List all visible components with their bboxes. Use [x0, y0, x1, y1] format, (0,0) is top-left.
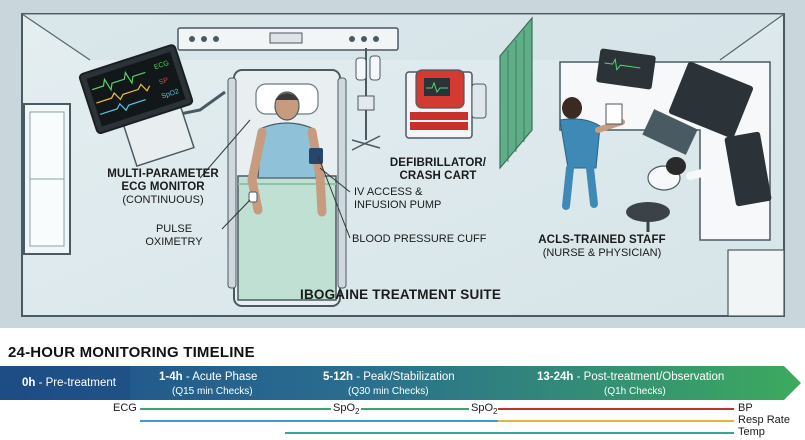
phase-1-time: 1-4h	[159, 371, 183, 383]
track-resp-rate	[498, 420, 734, 422]
bp-cuff	[309, 148, 323, 164]
label-acls-staff-sub: (NURSE & PHYSICIAN)	[542, 247, 662, 259]
suite-title: IBOGAINE TREATMENT SUITE	[300, 287, 502, 302]
phase-0-time: 0h	[22, 377, 36, 389]
phase-2-time: 5-12h	[323, 371, 354, 383]
pulse-oximeter-clip	[248, 191, 258, 203]
label-defibrillator-line2: CRASH CART	[399, 170, 477, 182]
phase-1-name: - Acute Phase	[182, 371, 258, 383]
track-label-bp: BP	[738, 402, 753, 414]
label-pulse-oximetry: PULSE OXIMETRY	[145, 223, 203, 248]
physician	[626, 157, 718, 232]
window	[23, 103, 71, 255]
label-bp-cuff: BLOOD PRESSURE CUFF	[352, 233, 487, 245]
monitor-sp-readout: SP	[158, 77, 169, 87]
phase-2-name: - Peak/Stabilization	[353, 371, 455, 383]
leader-lines	[199, 119, 351, 239]
track-label-ecg: ECG	[113, 402, 137, 414]
phase-peak: 5-12h - Peak/Stabilization	[323, 371, 455, 383]
phase-post-treatment: 13-24h - Post-treatment/Observation	[537, 371, 724, 383]
track-label-spo2-a: SpO2	[331, 402, 362, 417]
privacy-curtain	[499, 16, 533, 170]
keyboard	[642, 109, 698, 155]
label-ecg-monitor-sub: (CONTINUOUS)	[122, 194, 204, 206]
track-spo2	[140, 420, 734, 422]
label-iv-line2: INFUSION PUMP	[354, 199, 442, 211]
nurse	[559, 97, 625, 210]
label-acls-staff-title: ACLS-TRAINED STAFF	[538, 234, 666, 246]
treatment-suite-illustration: ECG SP SpO2	[0, 0, 805, 328]
label-defibrillator-line1: DEFIBRILLATOR/	[389, 157, 487, 169]
floor-perspective-shade	[22, 14, 784, 60]
label-iv-access: IV ACCESS & INFUSION PUMP	[354, 186, 454, 212]
side-cabinet	[727, 249, 785, 317]
headwall-panel	[177, 27, 399, 51]
monitor-ecg-readout: ECG	[153, 60, 170, 71]
label-iv-line1: IV ACCESS &	[354, 186, 423, 198]
track-label-spo2-b: SpO2	[469, 402, 500, 417]
phase-pre-treatment: 0h - Pre-treatment	[22, 377, 116, 389]
phase-peak-checks: (Q30 min Checks)	[348, 386, 429, 397]
phase-3-time: 13-24h	[537, 371, 574, 383]
patient	[247, 91, 327, 217]
track-bp	[498, 408, 734, 410]
track-label-resp-rate: Resp Rate	[738, 414, 790, 426]
phase-post-checks: (Q1h Checks)	[604, 386, 666, 397]
label-defibrillator: DEFIBRILLATOR/ CRASH CART	[382, 157, 494, 183]
phase-3-name: - Post-treatment/Observation	[573, 371, 725, 383]
label-ecg-monitor-line1: MULTI-PARAMETER	[107, 168, 219, 180]
label-ecg-monitor-line2: ECG MONITOR	[121, 181, 205, 193]
ecg-monitor: ECG SP SpO2	[78, 44, 226, 168]
phase-acute: 1-4h - Acute Phase	[159, 371, 257, 383]
iv-pole	[351, 48, 381, 151]
track-ecg	[140, 408, 734, 410]
timeline-arrow-bar	[0, 366, 801, 400]
defibrillator-cart	[405, 69, 487, 139]
timeline-title: 24-HOUR MONITORING TIMELINE	[8, 344, 255, 361]
track-label-temp: Temp	[738, 426, 765, 438]
label-acls-staff: ACLS-TRAINED STAFF (NURSE & PHYSICIAN)	[534, 234, 670, 260]
phase-acute-checks: (Q15 min Checks)	[172, 386, 253, 397]
phase-0-name: - Pre-treatment	[35, 377, 116, 389]
label-ecg-monitor: MULTI-PARAMETER ECG MONITOR (CONTINUOUS)	[104, 168, 222, 207]
track-temp	[285, 432, 734, 434]
